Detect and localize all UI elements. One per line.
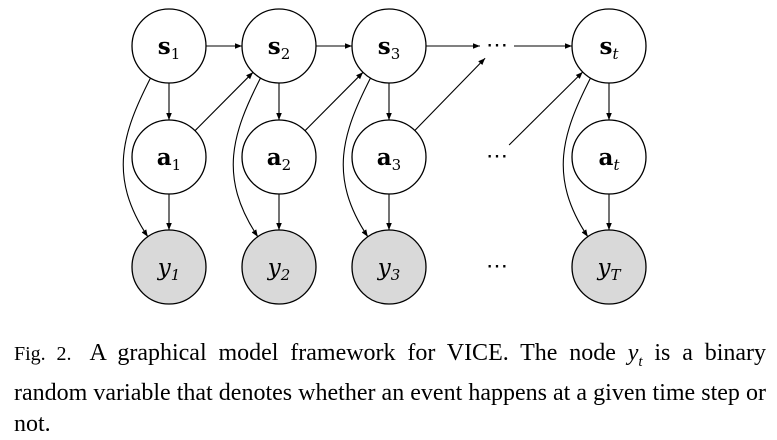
node-circle-a1 [131,119,207,195]
figure-caption: Fig. 2. A graphical model framework for V… [14,338,766,440]
node-label-s1: s1 [158,33,181,63]
node-label-st: st [600,33,620,63]
node-label-yT: yT [596,255,621,284]
edge-s3-to-y3 [342,77,371,238]
edge-a2-to-s3 [304,71,364,132]
edges-layer [122,43,612,238]
node-label-y2: y2 [267,255,291,284]
node-label-a3: a3 [377,144,401,174]
node-label-a2: a2 [267,144,291,174]
node-circle-y2 [241,229,317,305]
edge-s1-to-y1 [122,77,151,238]
node-label-s2: s2 [268,33,291,63]
edge-st-to-yT [562,77,591,238]
nodes-layer: s1 s2 s3 st a1 a2 a3 at y1 y2 y3 yT ⋯ ⋯ ⋯ [131,8,647,305]
node-a3: a3 [351,119,427,195]
caption-variable-subscript: t [638,353,643,370]
caption-variable: yt [627,340,643,370]
node-circle-y1 [131,229,207,305]
node-circle-st [571,8,647,84]
node-a1: a1 [131,119,207,195]
node-label-y3: y3 [377,255,401,284]
node-label-a1: a1 [157,144,181,174]
node-label-s3: s3 [378,33,401,63]
node-yT: yT [571,229,647,305]
caption-text-after: is a binary random variable that denotes… [14,340,767,437]
node-st: st [571,8,647,84]
node-s2: s2 [241,8,317,84]
node-label-at: at [599,144,621,174]
node-circle-s3 [351,8,427,84]
node-circle-a2 [241,119,317,195]
ellipsis-dots_y: ⋯ [486,254,508,279]
ellipsis-dots_a: ⋯ [486,144,508,169]
node-circle-y3 [351,229,427,305]
node-circle-s2 [241,8,317,84]
node-circle-s1 [131,8,207,84]
node-s1: s1 [131,8,207,84]
node-label-y1: y1 [157,255,181,284]
node-y1: y1 [131,229,207,305]
graphical-model-diagram: s1 s2 s3 st a1 a2 a3 at y1 y2 y3 yT ⋯ ⋯ ⋯ [122,8,647,305]
edge-a3-to-dots_s [414,57,486,131]
node-circle-a3 [351,119,427,195]
node-y2: y2 [241,229,317,305]
ellipsis-dots_s: ⋯ [486,33,508,58]
node-at: at [571,119,647,195]
node-y3: y3 [351,229,427,305]
node-s3: s3 [351,8,427,84]
node-circle-at [571,119,647,195]
caption-variable-base: y [627,340,639,366]
node-circle-yT [571,229,647,305]
edge-dots_a-to-st [508,71,584,146]
edge-s2-to-y2 [232,77,261,238]
caption-text-before: A graphical model framework for VICE. Th… [89,340,628,366]
figure-label: Fig. 2. [14,343,72,365]
edge-a1-to-s2 [194,71,254,132]
node-a2: a2 [241,119,317,195]
